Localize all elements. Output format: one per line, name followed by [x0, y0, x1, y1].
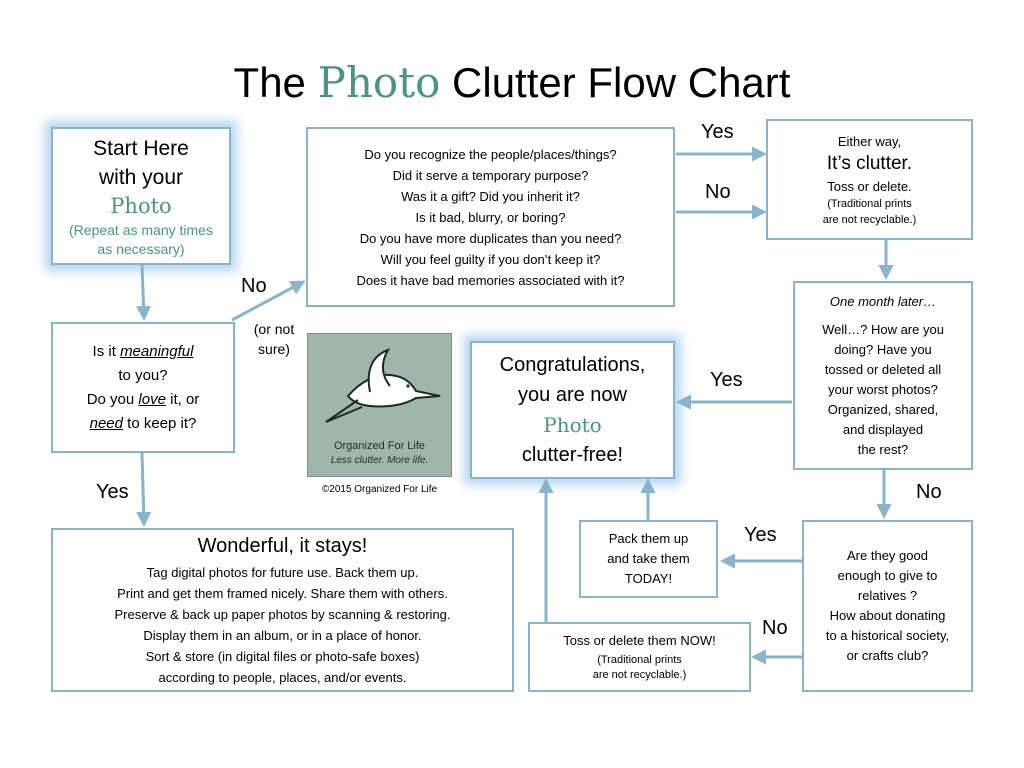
- start-box: Start Here with your Photo (Repeat as ma…: [51, 127, 231, 265]
- page-title: The Photo Clutter Flow Chart: [233, 58, 791, 107]
- label-yes-pack: Yes: [744, 524, 777, 546]
- logo-tagline: Less clutter. More life.: [330, 455, 429, 466]
- one-month-later-box: One month later… Well…? How are you doin…: [793, 281, 973, 470]
- label-yes-congrats: Yes: [710, 369, 743, 391]
- pack-them-up-box: Pack them up and take them TODAY!: [579, 520, 718, 598]
- arrow-start-to-meaningful: [136, 264, 152, 321]
- relatives-box: Are they good enough to give to relative…: [802, 520, 973, 692]
- questions-box: Do you recognize the people/places/thing…: [306, 127, 675, 307]
- label-yes-clutter: Yes: [701, 121, 734, 143]
- logo-name: Organized For Life: [333, 440, 426, 452]
- heron-icon: [325, 348, 441, 423]
- label-or-not: (or not: [253, 321, 295, 337]
- label-no-clutter: No: [705, 181, 731, 203]
- copyright: ©2015 Organized For Life: [321, 484, 438, 495]
- arrow-meaningful-to-questions: [231, 280, 306, 322]
- toss-now-box: Toss or delete them NOW! (Traditional pr…: [528, 622, 751, 692]
- arrow-meaningful-yes-to-stays: [136, 452, 152, 527]
- organized-for-life-logo: Organized For Life Less clutter. More li…: [307, 333, 452, 477]
- wonderful-stays-box: Wonderful, it stays! Tag digital photos …: [51, 528, 514, 692]
- label-sure: sure): [258, 341, 290, 357]
- clutter-box: Either way, It’s clutter. Toss or delete…: [766, 119, 973, 240]
- label-yes-stays: Yes: [96, 481, 129, 503]
- congratulations-box: Congratulations, you are now Photo clutt…: [470, 341, 675, 479]
- meaningful-box: Is it meaningful to you? Do you love it,…: [51, 322, 235, 453]
- label-no-toss: No: [762, 617, 788, 639]
- label-no-questions: No: [241, 275, 267, 297]
- label-no-relatives: No: [916, 481, 942, 503]
